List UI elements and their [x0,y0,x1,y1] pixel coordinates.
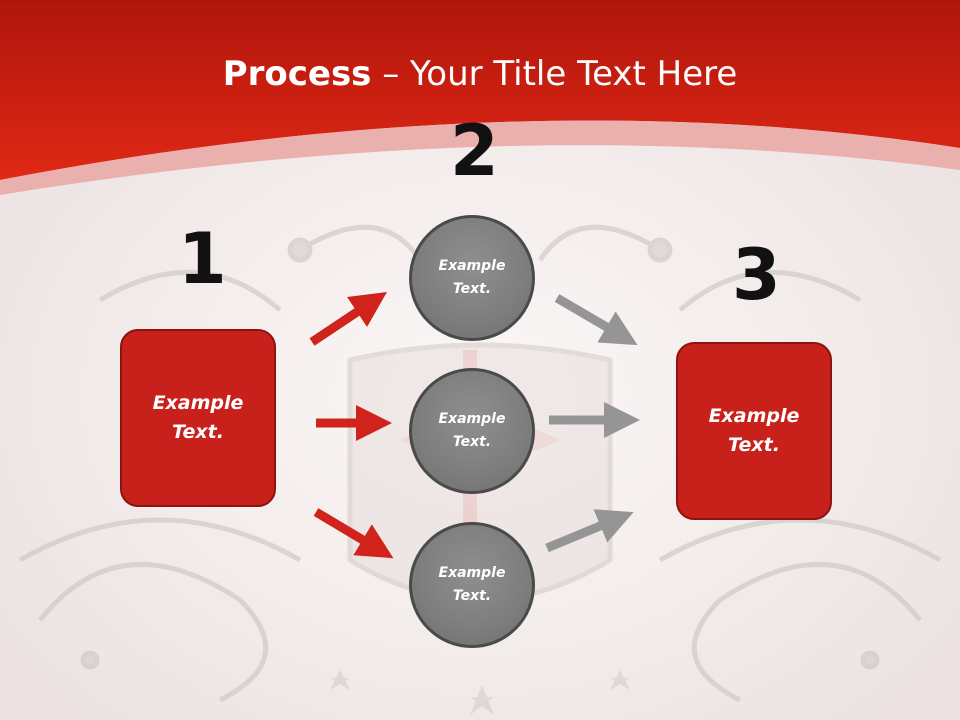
process-circle-bottom[interactable]: Example Text. [409,522,535,648]
title-rest: – Your Title Text Here [371,54,738,94]
process-circle-top[interactable]: Example Text. [409,215,535,341]
slide-title: Process – Your Title Text Here [0,52,960,96]
process-box-right[interactable]: Example Text. [676,342,832,520]
step-number-1: 1 [178,218,227,300]
step-number-3: 3 [732,234,781,316]
process-box-left[interactable]: Example Text. [120,329,276,507]
process-circle-middle[interactable]: Example Text. [409,368,535,494]
arrow-gray-up [545,509,634,553]
step-number-2: 2 [450,110,499,192]
arrow-red-up [309,292,387,346]
arrow-gray-down [554,294,638,346]
arrow-red-down [313,508,394,559]
title-bold: Process [222,54,372,94]
